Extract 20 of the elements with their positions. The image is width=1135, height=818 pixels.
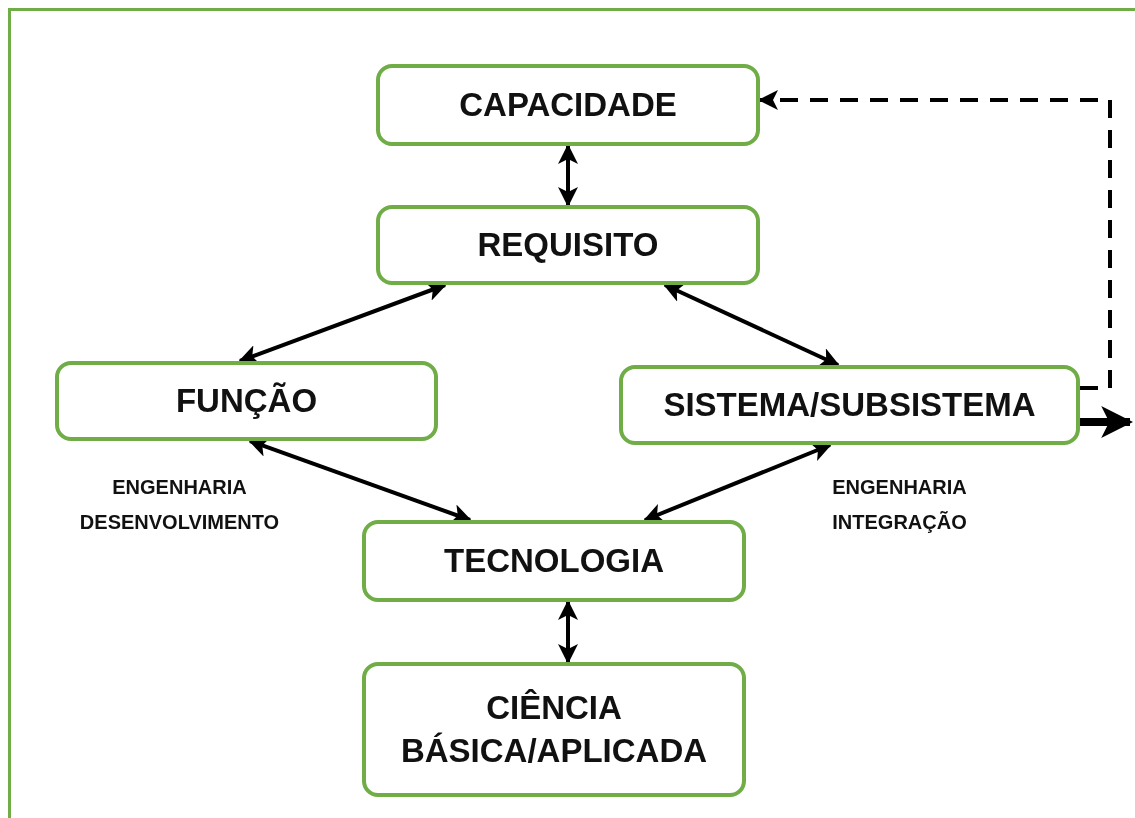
dashed-arrow xyxy=(758,90,1112,390)
box-label: SISTEMA/SUBSISTEMA xyxy=(663,384,1036,425)
box-label: FUNÇÃO xyxy=(175,380,318,421)
arrow xyxy=(643,442,832,523)
process-box xyxy=(376,205,760,285)
arrow xyxy=(558,144,578,207)
box-label: TECNOLOGIA xyxy=(444,540,664,581)
annotation-text: ENGENHARIA DESENVOLVIMENTO xyxy=(78,475,281,535)
process-box xyxy=(376,64,760,146)
box-label: CIÊNCIA BÁSICA/APLICADA xyxy=(399,687,709,771)
box-label: REQUISITO xyxy=(477,224,659,265)
process-box xyxy=(362,662,746,797)
box-label: CAPACIDADE xyxy=(459,84,677,125)
process-box xyxy=(619,365,1080,445)
arrow xyxy=(663,283,840,367)
arrow xyxy=(1080,406,1134,438)
arrow xyxy=(558,600,578,664)
process-box xyxy=(362,520,746,602)
process-box xyxy=(55,361,438,441)
annotation-text: ENGENHARIA INTEGRAÇÃO xyxy=(831,475,968,535)
